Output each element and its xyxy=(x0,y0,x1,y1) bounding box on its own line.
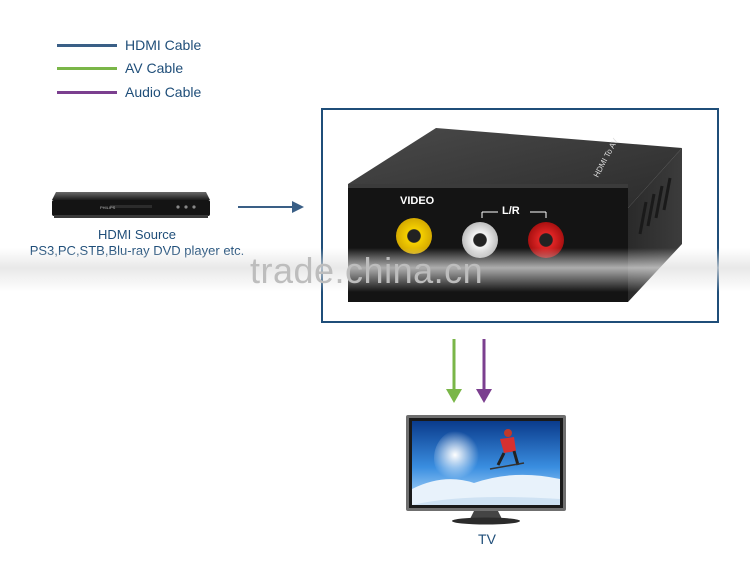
output-arrows xyxy=(446,339,492,403)
source-title: HDMI Source xyxy=(97,227,177,242)
video-label: VIDEO xyxy=(400,195,435,207)
av-cable-swatch xyxy=(57,66,117,70)
audio-cable-swatch xyxy=(57,90,117,94)
legend-item-av: AV Cable xyxy=(57,58,183,78)
legend-label-av: AV Cable xyxy=(125,60,184,76)
watermark-band xyxy=(0,248,750,292)
audio-label: L/R xyxy=(502,205,520,217)
skier-icon xyxy=(489,429,525,470)
hdmi-cable-swatch xyxy=(57,43,117,47)
legend-item-hdmi: HDMI Cable xyxy=(57,35,201,55)
legend-label-audio: Audio Cable xyxy=(125,84,202,100)
dvd-player-icon: PHILIPS xyxy=(52,192,210,218)
video-jack-icon xyxy=(396,218,432,254)
legend-item-audio: Audio Cable xyxy=(57,82,201,102)
player-brand: PHILIPS xyxy=(100,205,116,210)
hdmi-arrow-icon xyxy=(238,201,304,213)
tv-icon xyxy=(406,415,566,525)
legend-label-hdmi: HDMI Cable xyxy=(125,37,202,53)
watermark-text: trade.china.cn xyxy=(250,250,484,291)
tv-label: TV xyxy=(478,531,496,547)
